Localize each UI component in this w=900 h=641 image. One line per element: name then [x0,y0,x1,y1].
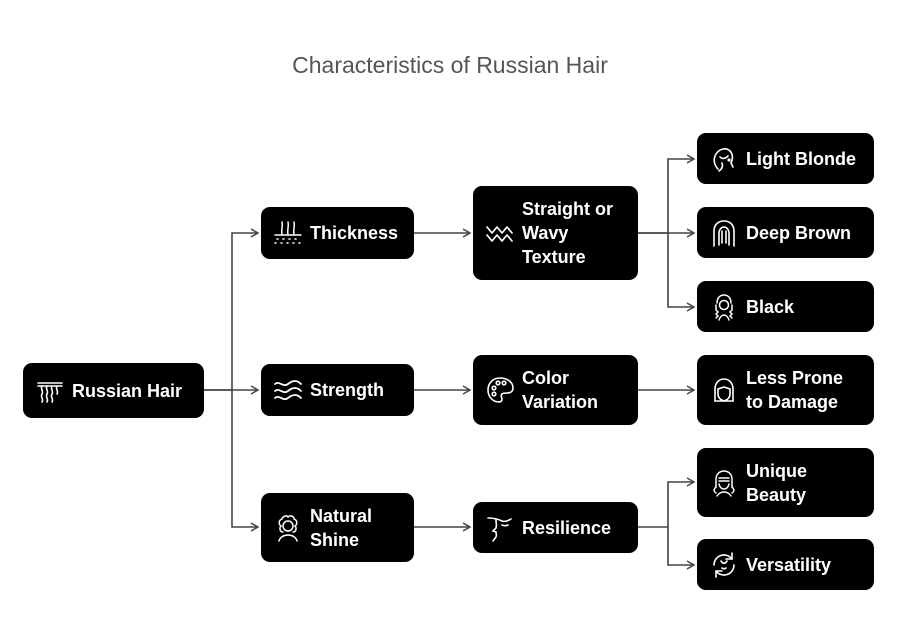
node-russian-hair: Russian Hair [23,363,204,418]
node-label: Deep Brown [746,222,852,243]
node-label: Black [746,296,795,317]
node-thickness: Thickness [261,207,414,259]
curly-hair-woman-icon [272,512,304,544]
node-light-blonde: Light Blonde [697,133,874,184]
node-label: Light Blonde [746,148,856,169]
node-strength: Strength [261,364,414,416]
face-hair-icon [708,467,740,499]
edge-resilience-beauty [638,477,696,528]
node-versatility: Versatility [697,539,874,590]
hair-shield-icon [708,374,740,406]
node-label: Russian Hair [72,380,183,401]
node-label: Versatility [746,554,832,575]
node-resilience: Resilience [473,502,638,553]
node-label: Thickness [310,223,399,243]
rotate-style-icon [708,549,740,581]
node-label: Unique Beauty [746,460,807,505]
waves-icon [272,374,304,406]
diagram-title: Characteristics of Russian Hair [292,52,608,78]
palette-icon [484,374,516,406]
node-color-variation: Color Variation [473,355,638,425]
node-deep-brown: Deep Brown [697,207,874,258]
node-label: Less Prone to Damage [746,368,844,412]
face-profile-icon [484,512,516,544]
edge-resilience-versatility [667,527,696,570]
node-unique-beauty: Unique Beauty [697,448,874,517]
zigzag-icon [484,217,516,249]
woman-head-icon [708,143,740,175]
node-label: Straight or Wavy Texture [522,199,614,267]
long-hair-icon [708,217,740,249]
node-less-prone: Less Prone to Damage [697,355,874,425]
edge-texture-blonde [638,154,696,234]
node-label: Resilience [522,517,612,538]
node-label: Strength [310,380,384,400]
node-label: Natural Shine [310,505,373,550]
braided-hair-icon [708,291,740,323]
edge-root-thickness [204,228,260,391]
node-texture: Straight or Wavy Texture [473,186,638,280]
node-natural-shine: Natural Shine [261,493,414,562]
node-label: Color Variation [522,368,599,412]
edge-texture-black [667,233,696,312]
hair-follicle-icon [272,217,304,249]
node-black: Black [697,281,874,332]
hair-strands-icon [34,375,66,407]
edge-root-shine [231,390,260,532]
